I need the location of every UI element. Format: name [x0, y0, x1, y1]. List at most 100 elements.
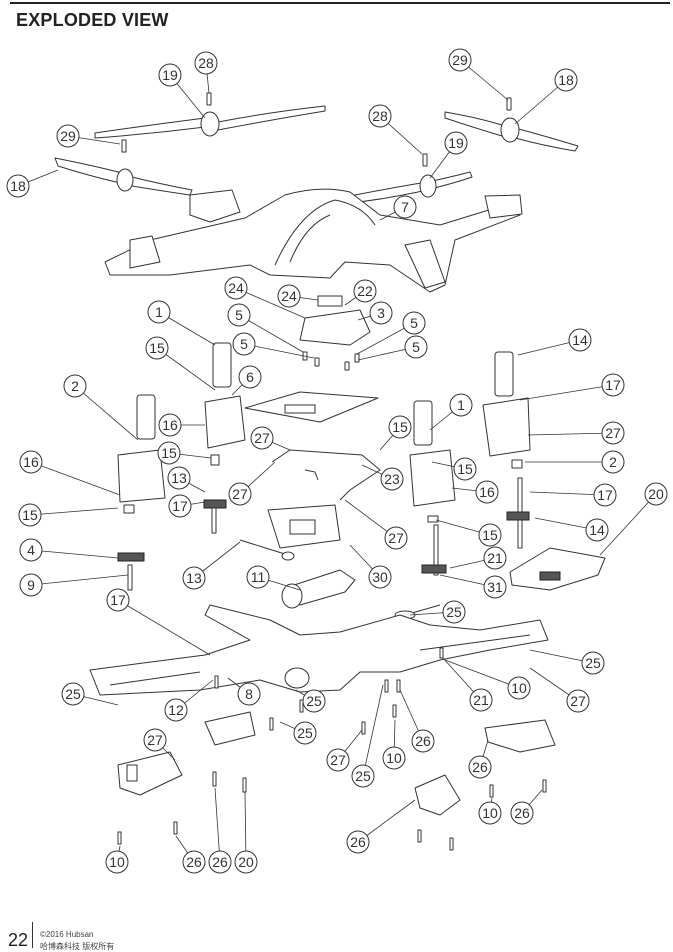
part-callout: 7 [393, 195, 417, 219]
callout-number: 27 [254, 430, 270, 446]
callout-circle [483, 575, 507, 599]
callout-circle [168, 494, 192, 518]
callout-number: 10 [386, 750, 402, 766]
callout-number: 18 [558, 72, 574, 88]
leader-line [29, 507, 119, 516]
callout-circle [393, 195, 417, 219]
callout-circle [353, 279, 377, 303]
motor-assembly-left-front [203, 342, 246, 534]
part-callout: 10 [382, 746, 406, 770]
callout-number: 16 [23, 454, 39, 470]
part-callout: 24 [277, 284, 301, 308]
callout-circle [478, 523, 502, 547]
callout-number: 15 [149, 340, 165, 356]
bottom-frame [89, 604, 549, 696]
callout-number: 25 [585, 655, 601, 671]
callout-circle [351, 764, 375, 788]
callout-number: 17 [597, 487, 613, 503]
camera-module [299, 295, 371, 346]
callout-number: 30 [372, 569, 388, 585]
leader-line [117, 599, 211, 656]
part-callout: 13 [167, 466, 191, 490]
part-callout: 27 [250, 426, 274, 450]
part-callout: 27 [384, 526, 408, 550]
callout-number: 25 [65, 686, 81, 702]
callout-circle [326, 748, 350, 772]
callout-circle [346, 830, 370, 854]
part-callout: 15 [157, 441, 181, 465]
small-screws-bottom [117, 647, 547, 851]
callout-circle [208, 850, 232, 874]
callout-circle [453, 457, 477, 481]
callout-circle [147, 300, 171, 324]
part-callout: 25 [293, 721, 317, 745]
part-callout: 15 [453, 457, 477, 481]
callout-number: 26 [472, 759, 488, 775]
footer-rule [32, 922, 33, 948]
callout-circle [566, 689, 590, 713]
callout-circle [601, 421, 625, 445]
propeller-left-lower [54, 157, 193, 196]
part-callout: 27 [566, 689, 590, 713]
callout-number: 24 [281, 288, 297, 304]
callout-number: 5 [412, 339, 420, 355]
callout-circle [293, 721, 317, 745]
part-callout: 17 [106, 588, 130, 612]
callout-number: 29 [60, 128, 76, 144]
callout-circle [554, 68, 578, 92]
callout-number: 28 [198, 55, 214, 71]
callout-circle [228, 482, 252, 506]
callout-number: 15 [457, 461, 473, 477]
part-callout: 14 [585, 518, 609, 542]
small-screws-top [302, 351, 360, 371]
callout-number: 27 [147, 732, 163, 748]
leader-line [444, 659, 520, 689]
part-callout: 16 [19, 450, 43, 474]
part-callout: 15 [388, 415, 412, 439]
callout-number: 27 [388, 530, 404, 546]
part-callout: 26 [208, 850, 232, 874]
callout-circle [585, 518, 609, 542]
part-callout: 24 [224, 276, 248, 300]
antenna-31 [239, 539, 295, 561]
part-callout: 19 [158, 63, 182, 87]
part-callout: 26 [411, 729, 435, 753]
callout-circle [18, 503, 42, 527]
part-callout: 10 [105, 850, 129, 874]
part-callout: 25 [61, 682, 85, 706]
callout-number: 25 [355, 768, 371, 784]
pcb-board [244, 391, 379, 423]
part-callout: 25 [442, 600, 466, 624]
part-callout: 28 [194, 51, 218, 75]
callout-circle [19, 450, 43, 474]
callout-circle [581, 651, 605, 675]
part-callout: 27 [143, 728, 167, 752]
callout-circle [402, 311, 426, 335]
part-callout: 10 [478, 801, 502, 825]
callout-number: 14 [572, 332, 588, 348]
part-callout: 11 [246, 565, 270, 589]
part-callout: 25 [581, 651, 605, 675]
part-callout: 12 [164, 698, 188, 722]
part-callout: 21 [483, 546, 507, 570]
callout-number: 21 [487, 550, 503, 566]
callout-circle [105, 850, 129, 874]
callout-circle [601, 450, 625, 474]
callout-number: 22 [357, 283, 373, 299]
part-callout: 3 [369, 301, 393, 325]
callout-circle [232, 332, 256, 356]
callout-circle [224, 276, 248, 300]
callout-number: 19 [162, 67, 178, 83]
callout-circle [368, 565, 392, 589]
callout-number: 10 [109, 854, 125, 870]
callout-number: 15 [161, 445, 177, 461]
part-callout: 31 [483, 575, 507, 599]
callout-number: 15 [482, 527, 498, 543]
leader-line [529, 491, 606, 496]
part-callout: 1 [147, 300, 171, 324]
callout-number: 26 [514, 805, 530, 821]
motor-wires [271, 449, 381, 501]
callout-number: 26 [415, 733, 431, 749]
callout-circle [380, 467, 404, 491]
